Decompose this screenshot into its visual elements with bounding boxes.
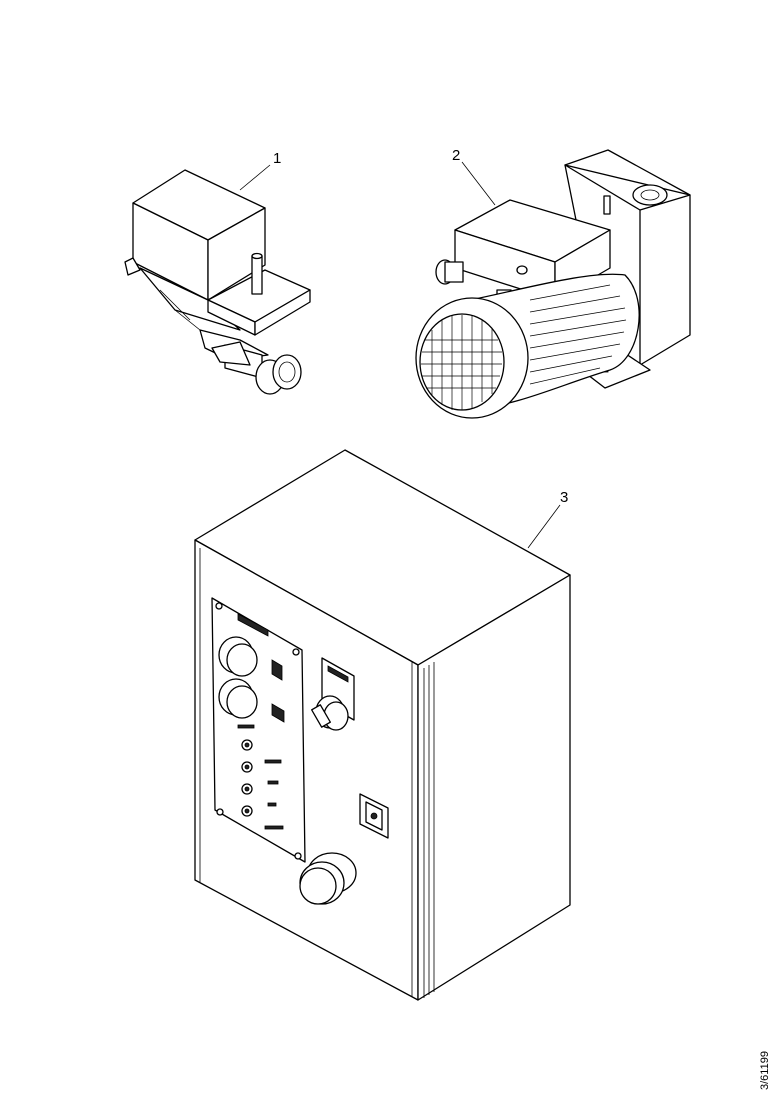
drawing-reference-code: 3/61199 — [759, 1051, 771, 1090]
item-1-actuator — [124, 164, 311, 395]
callout-1: 1 — [273, 150, 281, 167]
callout-2: 2 — [452, 147, 460, 164]
item-3-control-cabinet — [194, 449, 571, 1001]
callout-3: 3 — [560, 489, 568, 506]
item-2-motor-pump — [415, 149, 691, 419]
